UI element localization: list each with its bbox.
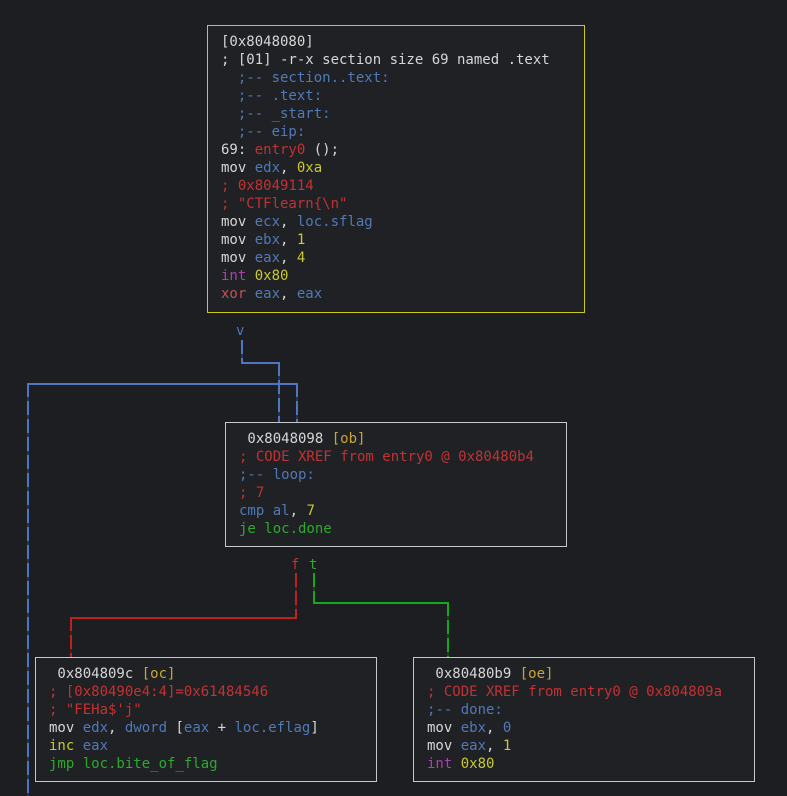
- asm-line: mov edx, dword [eax + loc.eflag]: [49, 720, 319, 736]
- basic-block-0x804809c[interactable]: 0x804809c [oc] ; [0x80490e4:4]=0x61484546…: [35, 657, 377, 782]
- basic-block-entry0[interactable]: [0x8048080] ; [01] -r-x section size 69 n…: [207, 25, 585, 313]
- asm-line: ; 0x8049114: [221, 178, 314, 194]
- asm-line: ; [0x80490e4:4]=0x61484546: [49, 684, 269, 700]
- asm-line: jmp loc.bite_of_flag: [49, 756, 218, 772]
- asm-line: mov ebx, 1: [221, 232, 306, 248]
- asm-line: [0x8048080]: [221, 34, 314, 50]
- asm-line: ; "CTFlearn{\n": [221, 196, 348, 212]
- edge-false-segment: [70, 617, 72, 657]
- edge-arrow-down-icon: v: [236, 323, 245, 339]
- asm-line: 69: entry0 ();: [221, 142, 340, 158]
- asm-line: 0x8048098 [ob]: [239, 431, 366, 447]
- edge-true-label: t: [309, 557, 318, 573]
- asm-line: inc eax: [49, 738, 109, 754]
- edge-entry-to-loop-segment: [241, 340, 243, 364]
- edge-loopback-segment: [27, 383, 29, 796]
- asm-line: je loc.done: [239, 521, 332, 537]
- edge-loopback-segment: [296, 383, 298, 422]
- basic-block-done[interactable]: 0x80480b9 [oe] ; CODE XREF from entry0 @ …: [413, 657, 755, 782]
- asm-line: ; CODE XREF from entry0 @ 0x804809a: [427, 684, 723, 700]
- asm-line: ;-- .text:: [221, 88, 323, 104]
- edge-true-segment: [313, 602, 449, 604]
- edge-entry-to-loop-segment: [278, 362, 280, 422]
- edge-false-label: f: [291, 557, 300, 573]
- asm-line: mov eax, 4: [221, 250, 306, 266]
- edge-entry-to-loop-segment: [241, 362, 280, 364]
- edge-loopback-segment: [27, 383, 298, 385]
- asm-line: ;-- section..text:: [221, 70, 390, 86]
- asm-line: xor eax, eax: [221, 286, 323, 302]
- asm-line: ; "FEHa$'j": [49, 702, 142, 718]
- asm-line: ;-- done:: [427, 702, 503, 718]
- basic-block-loop[interactable]: 0x8048098 [ob] ; CODE XREF from entry0 @ …: [225, 422, 567, 547]
- asm-line: 0x804809c [oc]: [49, 666, 176, 682]
- asm-line: mov ecx, loc.sflag: [221, 214, 373, 230]
- asm-line: ; 7: [239, 485, 265, 501]
- asm-line: mov ebx, 0: [427, 720, 512, 736]
- edge-false-segment: [295, 573, 297, 619]
- asm-line: ; CODE XREF from entry0 @ 0x80480b4: [239, 449, 535, 465]
- asm-line: mov edx, 0xa: [221, 160, 323, 176]
- asm-line: ; [01] -r-x section size 69 named .text: [221, 52, 550, 68]
- asm-line: ;-- loop:: [239, 467, 315, 483]
- asm-line: ;-- eip:: [221, 124, 306, 140]
- asm-line: mov eax, 1: [427, 738, 512, 754]
- edge-true-segment: [447, 602, 449, 657]
- edge-false-segment: [70, 617, 297, 619]
- asm-line: int 0x80: [221, 268, 289, 284]
- asm-line: int 0x80: [427, 756, 495, 772]
- asm-line: 0x80480b9 [oe]: [427, 666, 554, 682]
- edge-true-segment: [313, 573, 315, 604]
- asm-line: ;-- _start:: [221, 106, 331, 122]
- asm-line: cmp al, 7: [239, 503, 315, 519]
